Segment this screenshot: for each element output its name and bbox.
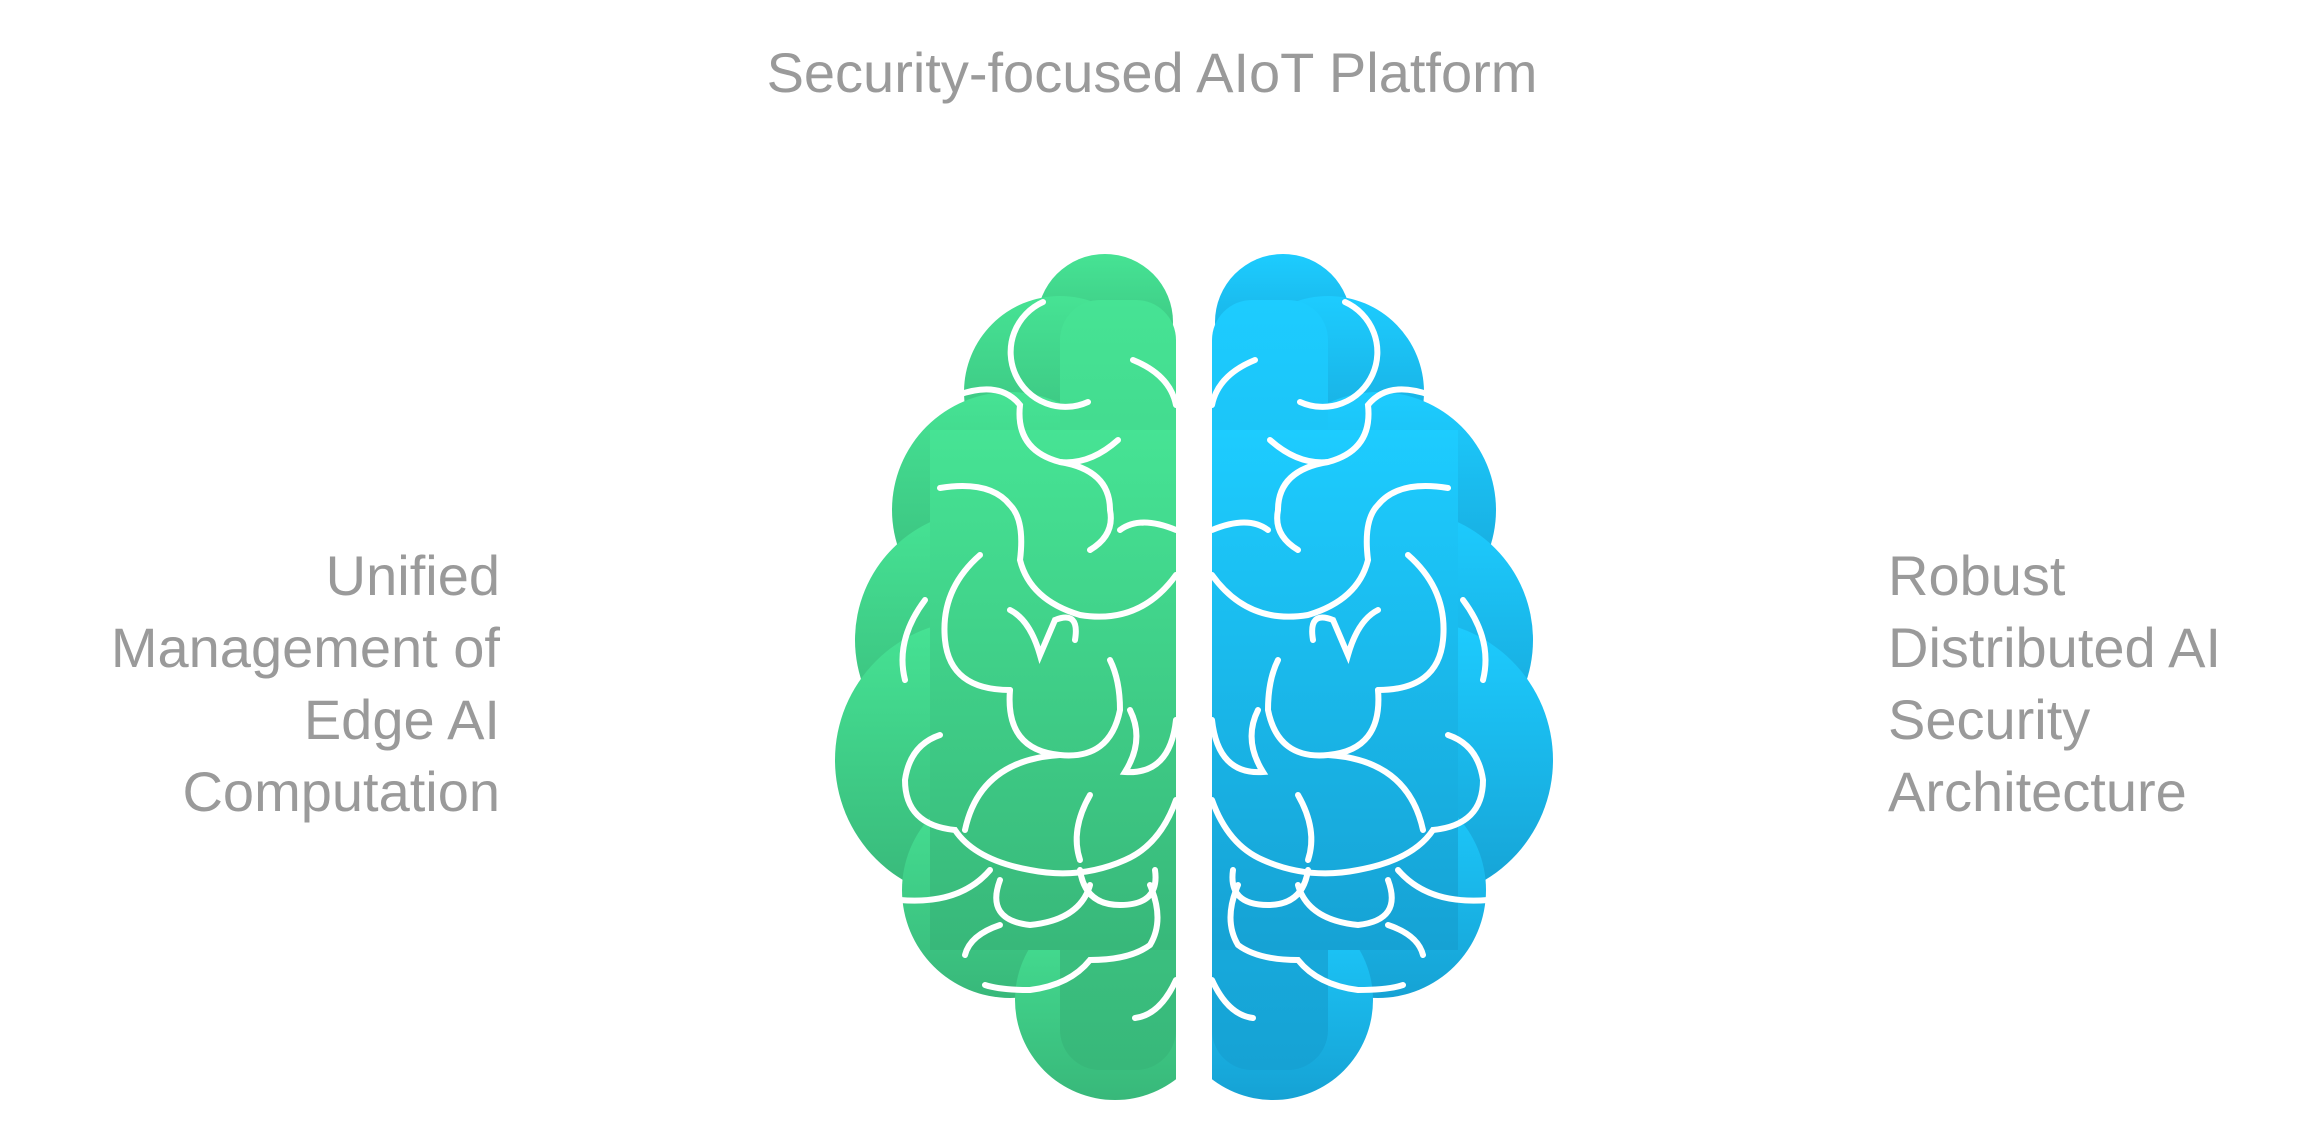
right-hemisphere (1212, 254, 1553, 1100)
right-label-line: Architecture (1888, 760, 2187, 823)
left-folds (897, 299, 1179, 1021)
right-label-line: Security (1888, 688, 2091, 751)
right-label: Robust Distributed AI Security Architect… (1888, 540, 2221, 828)
left-label-line: Computation (182, 760, 500, 823)
right-label-line: Distributed AI (1888, 616, 2222, 679)
left-label-line: Management of (110, 616, 500, 679)
right-label-line: Robust (1888, 544, 2066, 607)
left-label-line: Edge AI (303, 688, 500, 751)
left-label-line: Unified (325, 544, 500, 607)
right-folds (1209, 299, 1491, 1021)
diagram-title: Security-focused AIoT Platform (766, 41, 1538, 104)
left-label: Unified Management of Edge AI Computatio… (111, 540, 500, 828)
left-hemisphere (835, 254, 1176, 1100)
